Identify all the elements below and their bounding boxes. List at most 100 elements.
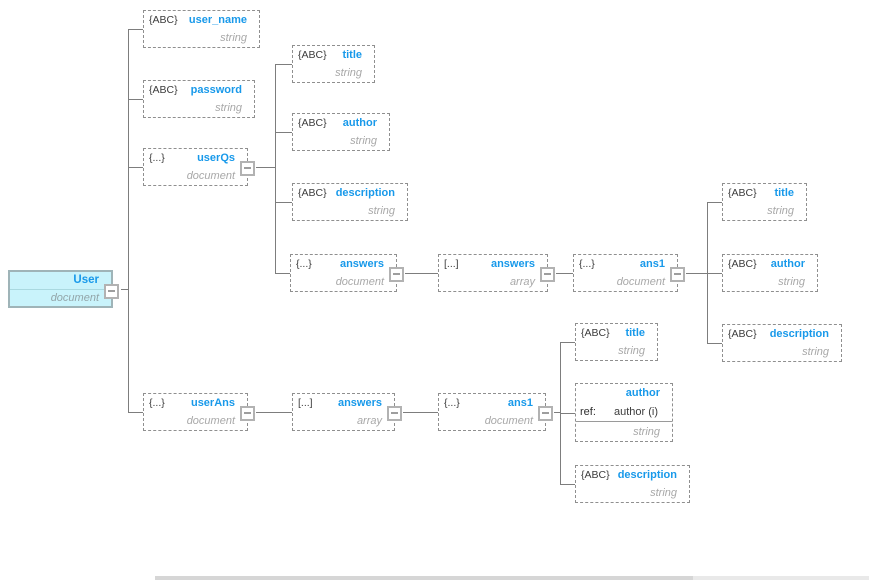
field-datatype: string: [802, 346, 829, 358]
collapse-minus-icon[interactable]: [240, 160, 255, 176]
connector-line: [275, 64, 276, 273]
collapse-minus-icon[interactable]: [540, 266, 555, 282]
collapse-minus-icon[interactable]: [389, 266, 404, 282]
field-datatype: document: [186, 415, 235, 427]
schema-node-userQs_author[interactable]: {ABC} author string: [292, 113, 390, 151]
field-name: ans1: [639, 258, 665, 270]
field-datatype: string: [368, 205, 395, 217]
field-name: answers: [490, 258, 535, 270]
field-datatype: document: [50, 291, 99, 304]
field-type-badge: {ABC}: [149, 14, 178, 26]
schema-node-user[interactable]: User document: [8, 270, 119, 308]
connector-line: [128, 29, 129, 412]
connector-line: [707, 202, 708, 343]
collapse-minus-icon[interactable]: [104, 283, 119, 299]
field-type-badge: [...]: [444, 258, 459, 270]
field-type-badge: {ABC}: [728, 328, 757, 340]
connector-line: [560, 484, 575, 485]
field-name: description: [335, 187, 395, 199]
connector-line: [128, 412, 143, 413]
schema-node-answers_array_a[interactable]: [...] answers array: [292, 393, 402, 431]
field-type-badge: {ABC}: [728, 187, 757, 199]
field-name: answers: [337, 397, 382, 409]
field-type-badge: {...}: [296, 258, 312, 270]
field-datatype: string: [215, 102, 242, 114]
connector-line: [275, 132, 292, 133]
collapse-minus-icon[interactable]: [538, 405, 553, 421]
horizontal-scrollbar-track[interactable]: [693, 576, 869, 580]
connector-line: [128, 167, 143, 168]
field-type-badge: {...}: [579, 258, 595, 270]
connector-line: [256, 412, 292, 413]
field-type-badge: {...}: [149, 152, 165, 164]
field-name: author: [342, 117, 377, 129]
connector-line: [707, 273, 722, 274]
field-name: User: [73, 274, 99, 287]
field-datatype: array: [509, 276, 535, 288]
field-datatype: string: [650, 487, 677, 499]
schema-node-ans1_q[interactable]: {...} ans1 document: [573, 254, 685, 292]
field-name: description: [617, 469, 677, 481]
schema-node-password[interactable]: {ABC} password string: [143, 80, 255, 118]
schema-node-ans1_q_author[interactable]: {ABC} author string: [722, 254, 818, 292]
schema-node-answers_array_q[interactable]: [...] answers array: [438, 254, 555, 292]
field-datatype: string: [335, 67, 362, 79]
field-type-badge: [...]: [298, 397, 313, 409]
field-datatype: string: [633, 425, 660, 438]
field-datatype: document: [186, 170, 235, 182]
field-name: answers: [339, 258, 384, 270]
field-datatype: string: [778, 276, 805, 288]
field-type-badge: {ABC}: [298, 187, 327, 199]
field-datatype: array: [356, 415, 382, 427]
schema-node-userQs_title[interactable]: {ABC} title string: [292, 45, 375, 83]
connector-line: [275, 64, 292, 65]
field-datatype: document: [484, 415, 533, 427]
collapse-minus-icon[interactable]: [670, 266, 685, 282]
field-type-badge: {ABC}: [298, 49, 327, 61]
schema-node-ans1_q_description[interactable]: {ABC} description string: [722, 324, 842, 362]
field-name: title: [625, 327, 645, 339]
field-name: title: [774, 187, 794, 199]
schema-node-userQs_description[interactable]: {ABC} description string: [292, 183, 408, 221]
connector-line: [275, 202, 292, 203]
connector-line: [256, 167, 275, 168]
connector-line: [405, 273, 438, 274]
field-datatype: string: [350, 135, 377, 147]
field-type-badge: {ABC}: [298, 117, 327, 129]
field-type-badge: {ABC}: [149, 84, 178, 96]
connector-line: [554, 412, 560, 413]
field-type-badge: {...}: [149, 397, 165, 409]
schema-node-ans1_a_title[interactable]: {ABC} title string: [575, 323, 658, 361]
connector-line: [707, 343, 722, 344]
field-datatype: string: [618, 345, 645, 357]
field-type-badge: {ABC}: [728, 258, 757, 270]
field-name: author: [770, 258, 805, 270]
ref-target: author (i): [613, 406, 658, 418]
field-type-badge: {...}: [444, 397, 460, 409]
field-type-badge: {ABC}: [581, 327, 610, 339]
connector-line: [128, 29, 143, 30]
connector-line: [275, 273, 290, 274]
ref-label: ref:: [580, 406, 596, 418]
field-name: user_name: [188, 14, 247, 26]
horizontal-scrollbar[interactable]: [155, 576, 693, 580]
connector-line: [560, 413, 575, 414]
connector-line: [686, 273, 707, 274]
field-name: description: [769, 328, 829, 340]
field-datatype: string: [220, 32, 247, 44]
field-datatype: document: [616, 276, 665, 288]
field-name: title: [342, 49, 362, 61]
field-name: password: [190, 84, 242, 96]
collapse-minus-icon[interactable]: [240, 405, 255, 421]
collapse-minus-icon[interactable]: [387, 405, 402, 421]
connector-line: [403, 412, 438, 413]
